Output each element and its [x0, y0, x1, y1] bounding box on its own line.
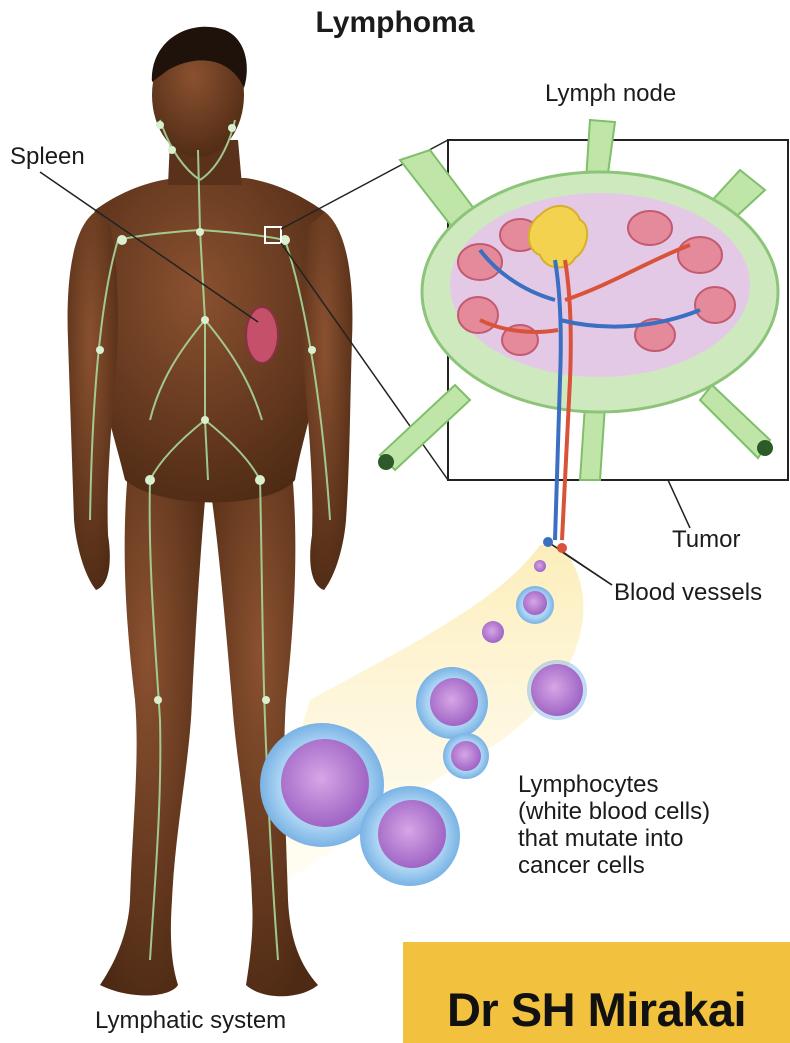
label-lymphocytes-line: cancer cells [518, 852, 710, 879]
label-lymphocytes: Lymphocytes (white blood cells) that mut… [518, 771, 710, 879]
label-lymphocytes-line: (white blood cells) [518, 798, 710, 825]
cell [443, 733, 489, 779]
small-cell [534, 560, 546, 572]
label-lymphatic-system: Lymphatic system [95, 1007, 286, 1035]
torso [87, 178, 333, 503]
label-lymph-node: Lymph node [545, 80, 676, 108]
lymph-node-inset [378, 120, 788, 553]
cell [527, 660, 587, 720]
vessel-end [757, 440, 773, 456]
spleen-organ [246, 307, 278, 363]
vessel-opening [543, 537, 553, 547]
right-arm [302, 212, 352, 590]
cell [416, 667, 488, 739]
watermark-text: Dr SH Mirakai [403, 982, 790, 1037]
small-cell [482, 621, 504, 643]
vessel-end [378, 454, 394, 470]
watermark-banner: Dr SH Mirakai [403, 942, 790, 1043]
label-blood-vessels: Blood vessels [614, 579, 762, 607]
cell [360, 786, 460, 886]
diagram-title: Lymphoma [0, 6, 790, 40]
label-lymphocytes-line: Lymphocytes [518, 771, 710, 798]
cell [516, 586, 554, 624]
vessel-opening [557, 543, 567, 553]
label-tumor: Tumor [672, 526, 740, 554]
label-lymphocytes-line: that mutate into [518, 825, 710, 852]
label-spleen: Spleen [10, 143, 85, 171]
